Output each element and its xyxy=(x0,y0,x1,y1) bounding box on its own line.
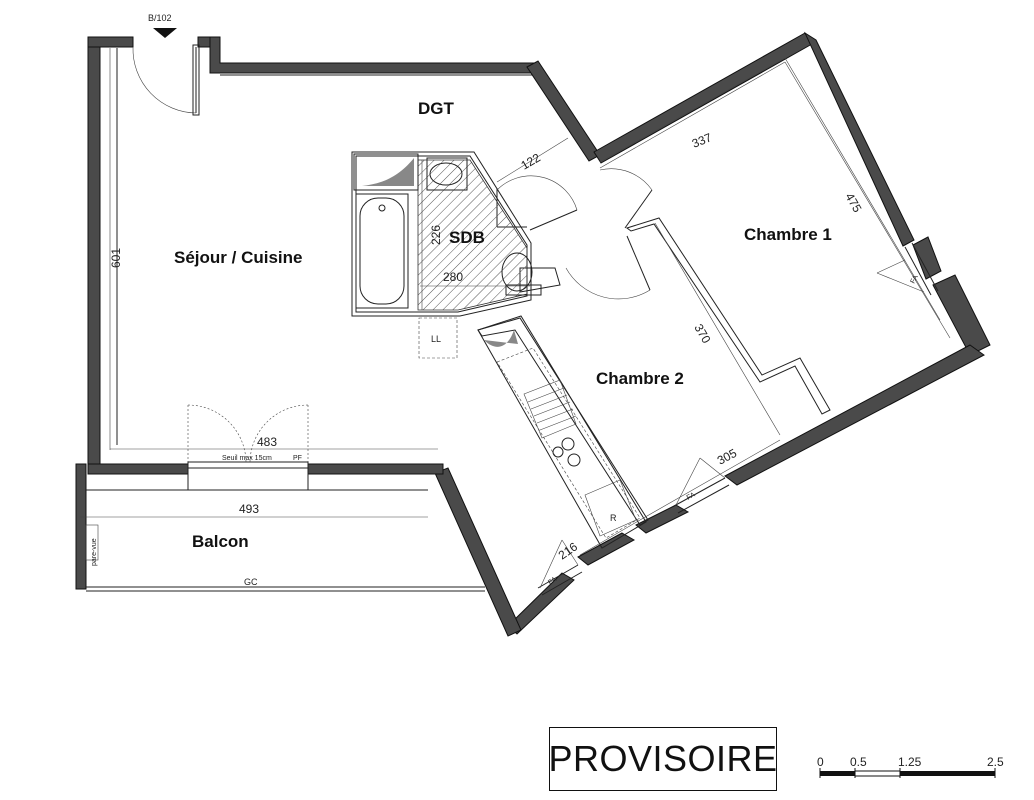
entry-door xyxy=(132,28,200,116)
living-window xyxy=(187,404,309,491)
scale-tick-0: 0 xyxy=(817,755,824,769)
sink xyxy=(426,157,468,191)
bathtub xyxy=(355,193,409,309)
ll-label: LL xyxy=(431,334,441,344)
fa-label-chambre2: FA xyxy=(686,491,697,501)
scale-bar xyxy=(819,768,996,778)
room-label-balcon: Balcon xyxy=(192,532,249,551)
fridge-label: R xyxy=(610,513,617,523)
entry-arrow-icon xyxy=(153,28,177,38)
dimension-lines xyxy=(80,48,941,556)
dim-370: 370 xyxy=(691,322,713,347)
dim-475: 475 xyxy=(842,191,864,216)
dim-122: 122 xyxy=(519,150,544,172)
gc-label: GC xyxy=(244,577,258,587)
window-fa-kitchen xyxy=(537,539,583,596)
ll-box xyxy=(418,317,458,359)
window-fa-chambre1 xyxy=(876,242,939,296)
toilet xyxy=(501,252,542,296)
interior-doors xyxy=(496,168,653,300)
balcony xyxy=(85,489,485,592)
scale-tick-2: 1.25 xyxy=(898,755,922,769)
dim-483: 483 xyxy=(257,435,277,449)
provisoire-stamp: PROVISOIRE xyxy=(548,727,777,791)
kitchen-counter xyxy=(477,315,647,549)
dim-216: 216 xyxy=(556,539,581,562)
exterior-walls xyxy=(75,31,991,637)
room-label-sejour: Séjour / Cuisine xyxy=(174,248,302,267)
room-label-chambre2: Chambre 2 xyxy=(596,369,684,388)
room-label-dgt: DGT xyxy=(418,99,455,118)
room-label-chambre1: Chambre 1 xyxy=(744,225,832,244)
dim-337: 337 xyxy=(690,130,714,151)
dim-493: 493 xyxy=(239,502,259,516)
room-label-sdb: SDB xyxy=(449,228,485,247)
washing-basin xyxy=(353,153,419,191)
scale-tick-3: 2.5 xyxy=(987,755,1004,769)
dim-280: 280 xyxy=(443,270,463,284)
interior-walls xyxy=(116,48,951,526)
fa-label-kitchen: FA xyxy=(547,576,558,587)
threshold-label: Seuil max 15cm xyxy=(222,455,272,462)
fa-label-chambre1: FA xyxy=(910,274,920,285)
entry-label: B/102 xyxy=(148,13,172,23)
scale-tick-1: 0.5 xyxy=(850,755,867,769)
dim-601: 601 xyxy=(109,248,123,268)
shower-area xyxy=(417,159,528,311)
dim-305: 305 xyxy=(715,446,740,468)
pf-label: PF xyxy=(293,455,302,462)
dim-226: 226 xyxy=(429,225,443,245)
pare-vue-label: pare-vue xyxy=(91,538,98,566)
